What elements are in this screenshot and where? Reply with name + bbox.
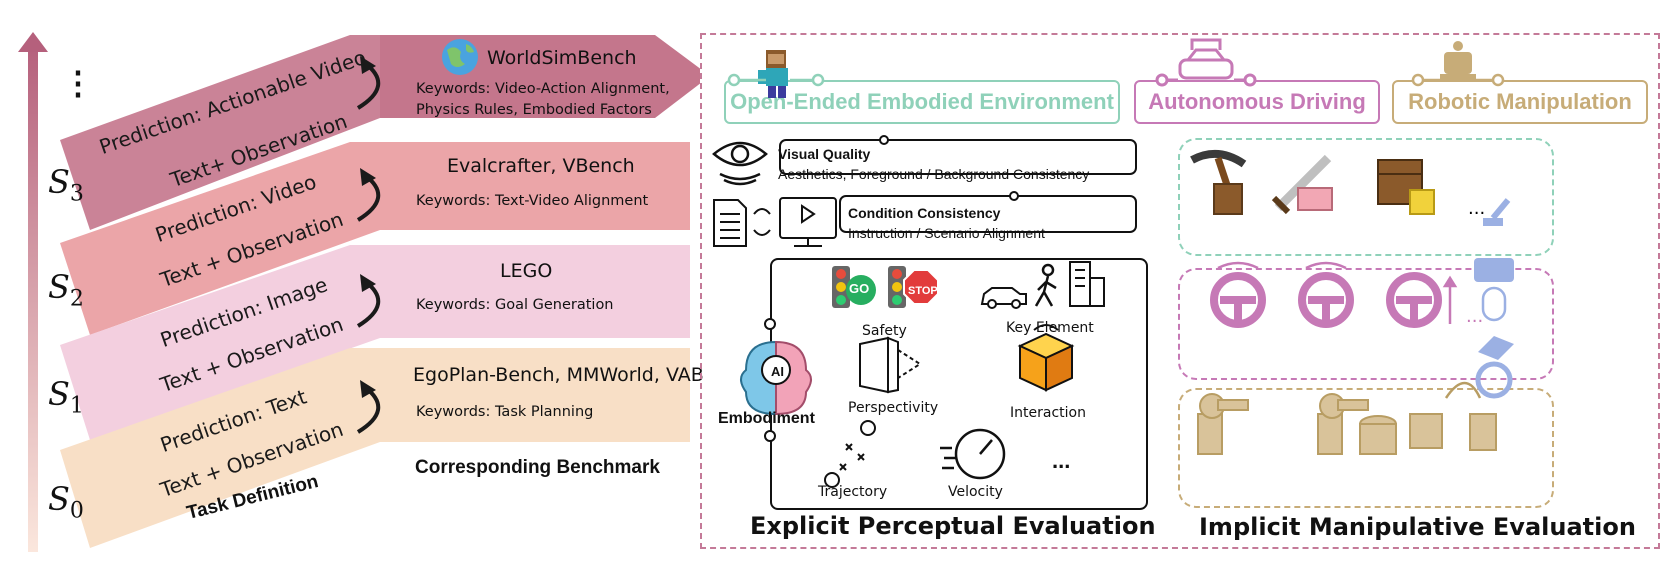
bench-evalcrafter-keywords: Keywords: Text-Video Alignment (416, 193, 649, 209)
implicit-heading: Implicit Manipulative Evaluation (1199, 513, 1636, 541)
step-s1-band (60, 245, 690, 440)
eye-icon (712, 141, 768, 186)
keyboard-icon (1474, 258, 1514, 282)
robot-icon (1440, 41, 1476, 82)
bench-evalcrafter-title: Evalcrafter, VBench (447, 155, 635, 177)
explicit-heading: Explicit Perceptual Evaluation (750, 512, 1156, 540)
condition-box (839, 195, 1137, 233)
trajectory-label: Trajectory (818, 484, 888, 500)
step-s2-band (60, 142, 690, 335)
car-outline-icon (980, 287, 1027, 309)
stage-label-s2: S2 (48, 268, 84, 312)
rm-examples-box (1178, 388, 1554, 508)
safety-label: Safety (862, 323, 907, 339)
go-label: GO (849, 281, 870, 296)
cube-icon (1017, 324, 1075, 392)
mouse-icon (1481, 286, 1507, 322)
step-s0-band (60, 348, 690, 548)
stage-label-s3: S3 (48, 163, 84, 207)
stop-sign-icon (903, 269, 939, 305)
staircase-graphic (18, 32, 700, 552)
airplane-icon (1478, 336, 1514, 360)
steering-wheel-icons (1210, 272, 1442, 328)
embodiment-icons (740, 261, 1105, 488)
stage-label-s0: S0 (48, 480, 84, 524)
stop-label: STOP (908, 285, 938, 297)
monitor-icon (779, 197, 837, 247)
globe-icon (442, 39, 478, 75)
oe-more: ... (1468, 198, 1485, 219)
document-icon (713, 199, 771, 247)
axis-arrowhead (18, 32, 48, 52)
explicit-more: ... (1052, 448, 1071, 473)
progress-axis (28, 44, 38, 552)
env-open-ended: Open-Ended Embodied Environment (724, 80, 1120, 124)
more-stages-ellipsis: ⋮ (62, 65, 94, 101)
ai-label: AI (771, 364, 784, 379)
pickaxe-icon (1190, 150, 1247, 215)
sword-icon (1271, 154, 1333, 215)
env-robotic-manipulation: Robotic Manipulation (1392, 80, 1648, 124)
trajectory-icon (824, 420, 876, 488)
perspectivity-label: Perspectivity (848, 400, 939, 416)
robot-arm-side-icon (1483, 198, 1511, 226)
crafting-table-icon (1377, 159, 1435, 215)
minecraft-character-icon (758, 50, 788, 98)
key-element-label: Key Element (1006, 320, 1094, 336)
ad-examples-box (1178, 268, 1554, 380)
bench-worldsimbench-keywords-1: Keywords: Video-Action Alignment, (416, 81, 670, 97)
visual-quality-sub: Aesthetics, Foreground / Background Cons… (778, 166, 1090, 182)
corresponding-benchmark-label: Corresponding Benchmark (415, 457, 660, 478)
interaction-label: Interaction (1010, 405, 1086, 421)
bench-lego-keywords: Keywords: Goal Generation (416, 297, 614, 313)
stage-label-s1: S1 (48, 375, 84, 419)
condition-consistency-title: Condition Consistency (848, 205, 1001, 221)
steering-side-icon (1475, 361, 1513, 399)
bench-lego-title: LEGO (500, 260, 553, 282)
visual-quality-title: Visual Quality (778, 146, 871, 162)
traffic-light-icon (832, 266, 906, 308)
env-icons (727, 38, 1505, 98)
bench-worldsimbench-title: WorldSimBench (487, 47, 637, 69)
visual-quality-box (779, 139, 1137, 175)
evaluation-frame (700, 33, 1660, 549)
perspective-icon (859, 336, 922, 394)
building-icon (1069, 261, 1105, 307)
implicit-icons: ... ... (1190, 150, 1514, 455)
env-autonomous-driving: Autonomous Driving (1134, 80, 1380, 124)
brain-ai-icon (740, 340, 812, 416)
explicit-top-icons (712, 135, 1137, 247)
speedometer-icon (940, 428, 1006, 480)
robot-arm-icons (1197, 393, 1497, 455)
ad-more: ... (1466, 306, 1483, 327)
pedestrian-icon (1034, 263, 1057, 307)
condition-consistency-sub: Instruction / Scenario Alignment (848, 225, 1045, 241)
bench-egoplan-title: EgoPlan-Bench, MMWorld, VAB (413, 364, 704, 386)
bench-egoplan-keywords: Keywords: Task Planning (416, 404, 594, 420)
car-icon (1155, 38, 1257, 87)
velocity-label: Velocity (948, 484, 1003, 500)
embodiment-label: Embodiment (718, 410, 815, 427)
oe-examples-box (1178, 138, 1554, 256)
bench-worldsimbench-keywords-2: Physics Rules, Embodied Factors (416, 102, 652, 118)
